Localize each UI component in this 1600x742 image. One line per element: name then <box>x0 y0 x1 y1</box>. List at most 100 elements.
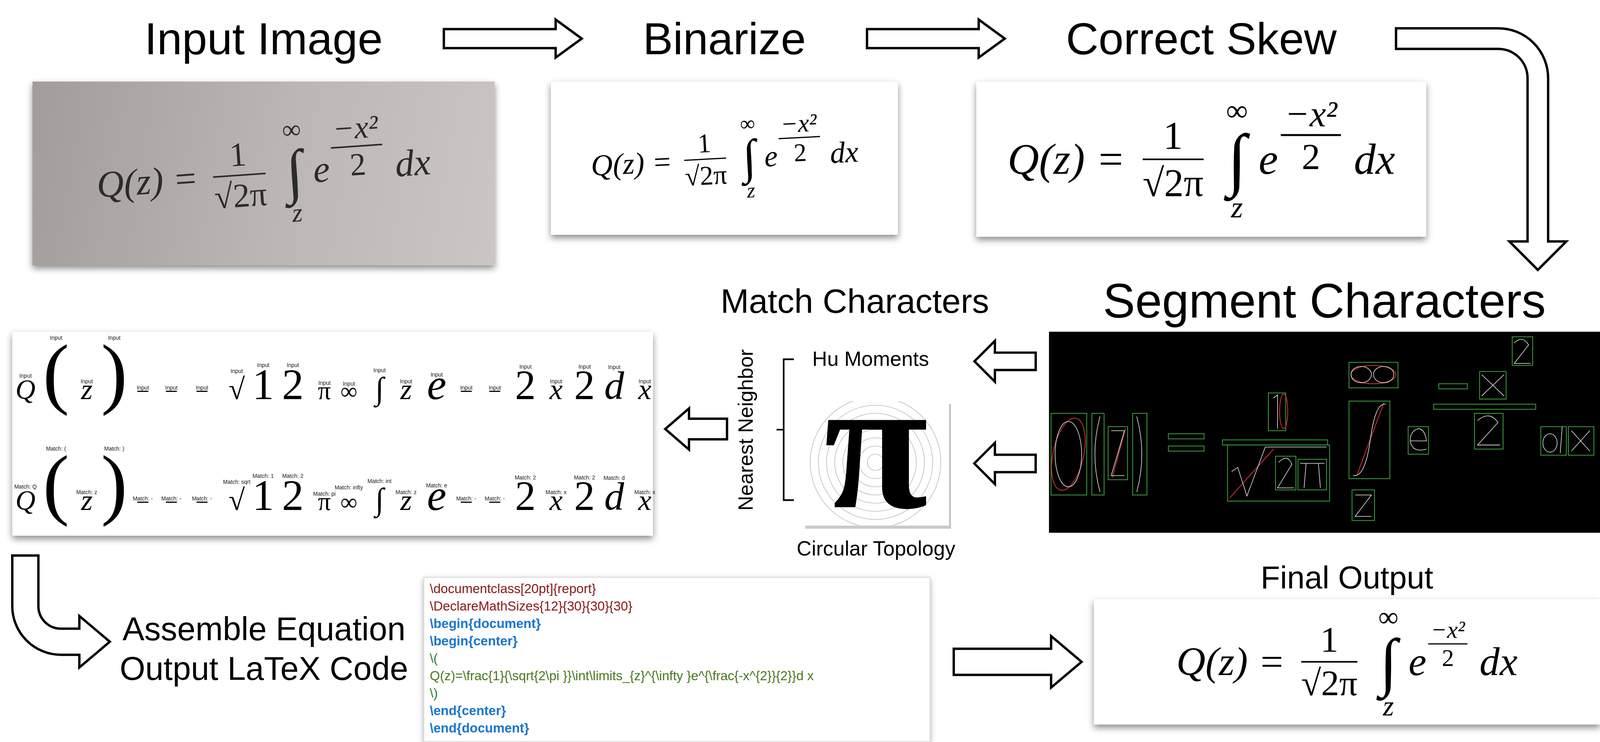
segmentation-image-part-part <box>1512 336 1533 366</box>
equation: Q(z) =1√2π∞∫ze−x²2dx <box>1176 602 1518 721</box>
glyph-tag: Match: - <box>161 495 182 502</box>
code-line: \begin{center} <box>429 632 518 649</box>
matched-glyph: ) <box>100 332 128 412</box>
section-label: Nearest Neighbor <box>734 349 758 511</box>
equation-symbol: ∞ <box>739 112 756 135</box>
segmentation-image-part-part <box>1477 415 1501 445</box>
glyph-tag: Input <box>286 362 299 368</box>
glyph-tag: Input <box>49 334 63 341</box>
glyph-tag: Match: d <box>603 474 625 481</box>
exponent: −x²2 <box>328 110 385 183</box>
code-line: \begin{document} <box>429 615 541 632</box>
block-arrow <box>444 19 582 58</box>
equation-symbol: z <box>745 179 756 201</box>
step-heading: Assemble Equation Output LaTeX Code <box>107 577 421 720</box>
code-line: \documentclass[20pt]{report} <box>429 580 596 597</box>
segmentation-image-part-part <box>1514 339 1531 364</box>
equation-symbol: Q(z) = <box>1176 641 1285 682</box>
matched-glyph: − <box>195 489 209 514</box>
equation-symbol: e <box>763 140 779 172</box>
matched-glyph: ) <box>100 443 128 523</box>
matched-glyph: 1 <box>252 473 275 517</box>
fraction: 1√2π <box>210 136 269 215</box>
segmentation-image-part <box>1055 339 1590 517</box>
glyph-tag: Match: pi <box>313 490 336 497</box>
segmentation-image-part-part <box>1479 371 1507 399</box>
matched-glyph: 2 <box>514 474 536 517</box>
matched-glyph: ∞ <box>340 489 358 514</box>
step-heading: Binarize <box>643 12 807 65</box>
bracket <box>776 358 794 500</box>
segmentation-image-part-part <box>1351 365 1396 384</box>
matched-glyph: − <box>136 379 150 403</box>
segmentation-image-part <box>1051 336 1595 521</box>
segmentation-image-part-part <box>1300 463 1325 488</box>
segmentation-image-part-part <box>1055 421 1082 487</box>
equation-symbol: Q(z) = <box>590 146 673 181</box>
glyph-tag: Input <box>342 380 355 387</box>
glyph-tag: Input <box>400 378 413 384</box>
segmentation-image-part-part <box>1268 392 1286 431</box>
glyph-tag: Match: 1 <box>252 472 274 479</box>
exponent: −x²2 <box>777 109 822 167</box>
fraction: 1√2π <box>1301 621 1358 702</box>
glyph-tag: Match: Q <box>14 483 37 490</box>
block-arrow <box>953 635 1082 688</box>
equation-symbol: √2π <box>683 158 728 190</box>
fraction-bar <box>1428 642 1468 644</box>
glyph-tag: Input <box>230 368 243 374</box>
block-arrow <box>665 408 727 450</box>
matched-glyph: d <box>604 476 625 517</box>
glyph-tag: Input <box>373 367 386 373</box>
equation-symbol: ∫ <box>1379 630 1398 693</box>
equation-symbol: ∫ <box>1227 125 1247 192</box>
segmentation-image-part-part <box>1433 404 1536 410</box>
matched-glyph: ( <box>42 332 70 412</box>
output-panel: Final OutputQ(z) =1√2π∞∫ze−x²2dx <box>1093 598 1600 725</box>
segmentation-image-part-part <box>1275 455 1297 490</box>
glyph-tag: Input <box>19 372 32 379</box>
equation-symbol: −x² <box>328 110 383 148</box>
equation-symbol: e <box>1258 137 1279 181</box>
glyph-tag: Input <box>257 362 270 368</box>
segmentation-image-part-part <box>1168 433 1204 439</box>
matched-glyph: e <box>427 473 447 517</box>
matched-glyph: 1 <box>252 362 275 407</box>
equation-symbol: −x² <box>777 109 820 139</box>
equation-symbol: Q(z) = <box>95 159 200 204</box>
hu-moments-arrow-part <box>974 340 1036 382</box>
matched-glyph: Q <box>15 486 36 515</box>
fraction: 1√2π <box>1142 115 1204 203</box>
glyph-tag: Match: z <box>395 489 417 495</box>
equation: Q(z) =1√2π∞∫ze−x²2dx <box>93 106 435 240</box>
glyph-tag: Match: 2 <box>282 472 304 479</box>
deskewed-panel: Correct SkewQ(z) =1√2π∞∫ze−x²2dx <box>976 81 1427 237</box>
segmentation-image-part-part <box>1474 413 1504 449</box>
equation: Q(z) =1√2π∞∫ze−x²2dx <box>1007 95 1396 223</box>
segmentation-image-part-part <box>1481 374 1505 396</box>
equation-symbol: √2π <box>1301 662 1358 702</box>
hu-moments-arrow <box>974 340 1036 382</box>
section-label: Match Characters <box>720 281 990 321</box>
segmentation-image-part <box>1049 331 1600 533</box>
section-label: Hu Moments <box>812 347 930 371</box>
segmentation-image-part-part <box>1051 413 1087 495</box>
code-line: \end{document} <box>429 719 530 736</box>
bracket-part <box>776 358 794 500</box>
segmentation-image-part-part <box>1273 394 1278 429</box>
segmentation-image-part-part <box>1351 489 1375 521</box>
equation-symbol: ∞ <box>280 115 302 144</box>
segmentation-image-part-part <box>1408 426 1429 454</box>
equation-symbol: −x² <box>1281 95 1341 135</box>
matched-glyph: ∫ <box>375 483 384 515</box>
equation-symbol: 1 <box>1157 115 1189 159</box>
glyph-tag: Input <box>460 384 473 391</box>
glyph-tag: Match: sqrt <box>223 478 251 485</box>
matched-glyph: e <box>427 362 447 407</box>
segmentation-image-part-part <box>1355 494 1372 517</box>
glyph-tag: Match: ) <box>104 445 125 452</box>
equation-symbol: dx <box>1353 137 1396 181</box>
fraction-bar <box>1142 158 1204 160</box>
equation-symbol: ∫ <box>741 133 757 181</box>
segmentation-image-part-part <box>1438 383 1468 389</box>
